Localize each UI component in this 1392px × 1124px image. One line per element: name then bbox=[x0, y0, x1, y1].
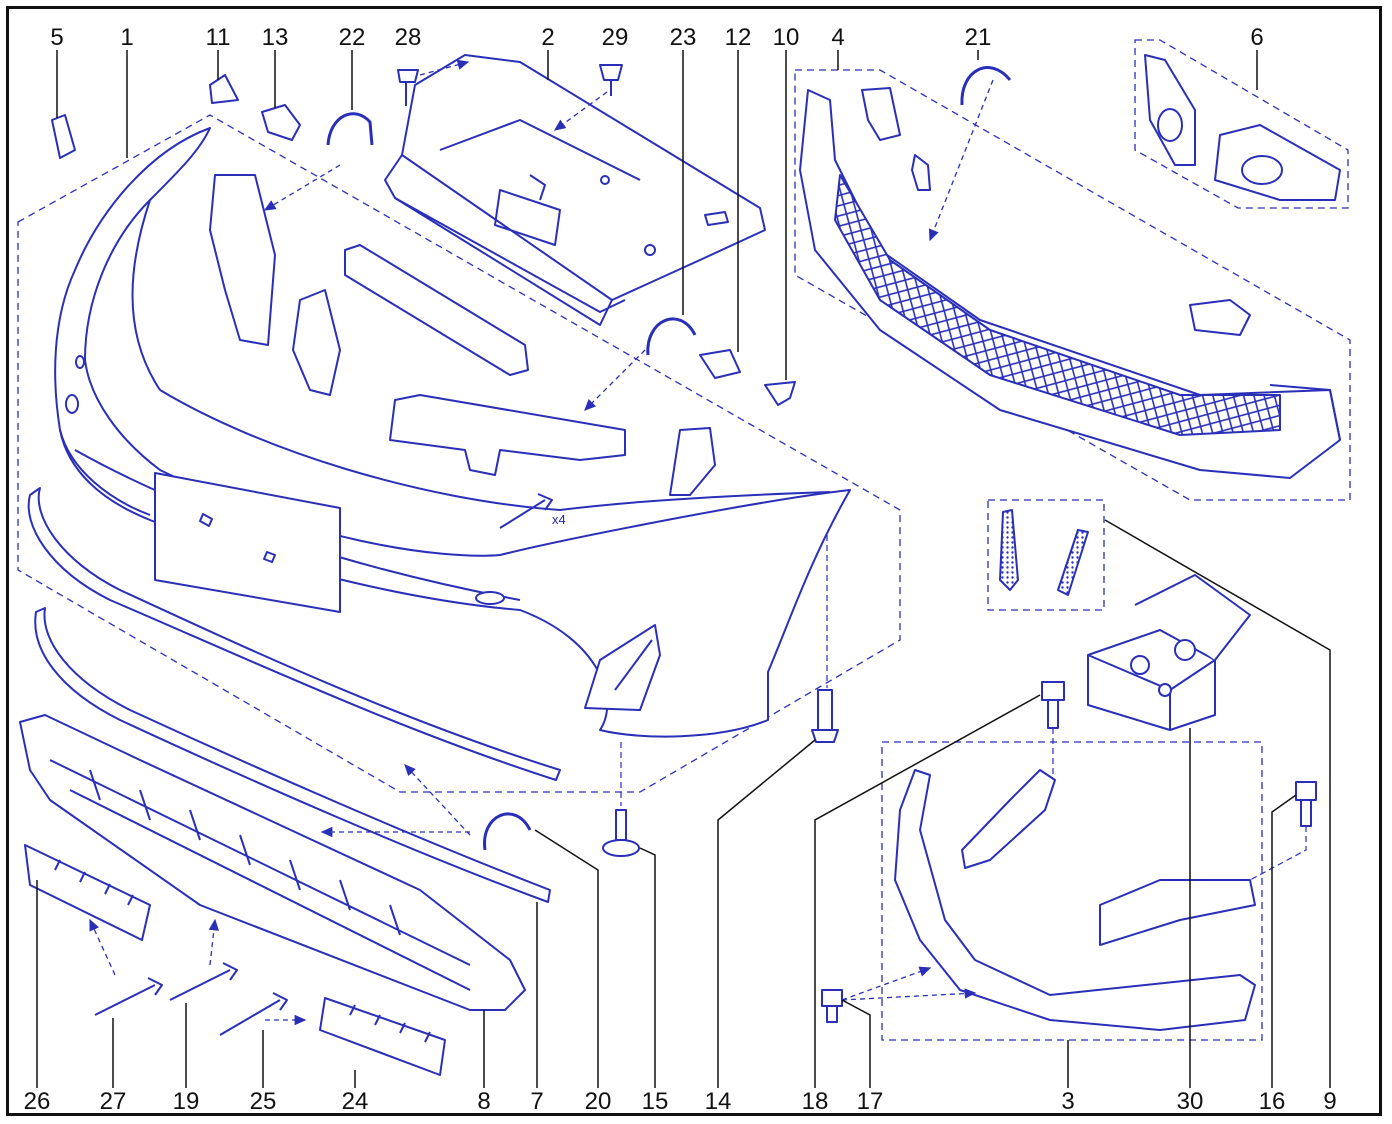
side-support-bracket bbox=[669, 427, 716, 496]
callout-5: 5 bbox=[50, 24, 64, 51]
screw-15 bbox=[615, 809, 627, 841]
callout-7: 7 bbox=[530, 1088, 544, 1115]
callout-22: 22 bbox=[338, 24, 366, 51]
clip-10 bbox=[764, 381, 796, 406]
undertray-panel bbox=[384, 54, 766, 326]
clip-13 bbox=[261, 104, 301, 141]
screw-28 bbox=[397, 69, 419, 106]
side-bracket-upper bbox=[961, 769, 1056, 869]
front-grille bbox=[799, 89, 1341, 479]
callout-19: 19 bbox=[172, 1088, 200, 1115]
rivet-25 bbox=[219, 992, 288, 1036]
small-grille-right bbox=[319, 997, 446, 1076]
headlamp-bracket-mid bbox=[292, 289, 341, 396]
headlamp-bracket-left bbox=[209, 174, 276, 346]
small-grille-left-slots bbox=[54, 859, 134, 906]
screw-16 bbox=[1295, 781, 1317, 827]
reflector-group-outline bbox=[987, 499, 1105, 611]
callout-13: 13 bbox=[261, 24, 289, 51]
rivet-x4 bbox=[499, 493, 553, 529]
callout-24: 24 bbox=[341, 1088, 369, 1115]
callout-12: 12 bbox=[724, 24, 752, 51]
side-bracket-group-outline bbox=[881, 741, 1263, 1041]
callout-21: 21 bbox=[964, 24, 992, 51]
wire-clip-20 bbox=[483, 812, 532, 851]
diagram-frame bbox=[6, 6, 1382, 1116]
grille-group-outline bbox=[794, 69, 1351, 501]
callout-9: 9 bbox=[1323, 1088, 1337, 1115]
callout-27: 27 bbox=[99, 1088, 127, 1115]
screw-18 bbox=[1041, 681, 1065, 729]
callout-8: 8 bbox=[477, 1088, 491, 1115]
callout-29: 29 bbox=[601, 24, 629, 51]
bumper-cover-group-outline bbox=[17, 114, 901, 793]
wire-clip-22 bbox=[326, 112, 374, 146]
small-grille-left bbox=[24, 844, 151, 941]
rivet-27 bbox=[94, 977, 163, 1016]
callout-23: 23 bbox=[669, 24, 697, 51]
callout-16: 16 bbox=[1258, 1088, 1286, 1115]
screw-17 bbox=[821, 989, 843, 1023]
dashed-guide-lines bbox=[620, 535, 1307, 881]
center-support-bracket bbox=[389, 394, 626, 476]
quantity-note-x4: x4 bbox=[552, 512, 566, 527]
callout-30: 30 bbox=[1176, 1088, 1204, 1115]
callout-11: 11 bbox=[205, 24, 231, 51]
callout-2: 2 bbox=[541, 24, 555, 51]
fog-bezel-group-outline bbox=[1134, 39, 1349, 209]
callout-28: 28 bbox=[394, 24, 422, 51]
callout-4: 4 bbox=[831, 24, 845, 51]
screw-14 bbox=[811, 689, 839, 743]
wire-clip-21 bbox=[960, 66, 1012, 106]
callout-18: 18 bbox=[801, 1088, 829, 1115]
parts bbox=[19, 54, 1341, 1076]
lower-trim-strip bbox=[27, 487, 561, 903]
callout-26: 26 bbox=[23, 1088, 51, 1115]
callout-25: 25 bbox=[249, 1088, 277, 1115]
clip-12 bbox=[699, 349, 741, 379]
grille-clip bbox=[911, 154, 931, 191]
rivet-19 bbox=[169, 962, 238, 1001]
clip-11 bbox=[209, 74, 239, 104]
clip-5 bbox=[51, 114, 76, 159]
fixing-kit-box bbox=[1087, 574, 1251, 731]
callout-6: 6 bbox=[1250, 24, 1264, 51]
lower-absorber bbox=[19, 714, 526, 1011]
callout-20: 20 bbox=[584, 1088, 612, 1115]
callout-1: 1 bbox=[120, 24, 134, 51]
assembly-group-outlines bbox=[17, 39, 1351, 1041]
grille-bracket-right bbox=[1189, 299, 1251, 336]
leader-lines bbox=[36, 50, 1331, 1088]
grille-bracket-upper bbox=[861, 87, 901, 141]
front-bumper-cover bbox=[54, 127, 851, 738]
callout-10: 10 bbox=[772, 24, 800, 51]
assembly-arrows bbox=[89, 59, 994, 1026]
callout-3: 3 bbox=[1061, 1088, 1075, 1115]
small-grille-right-slots bbox=[349, 1004, 431, 1043]
wire-clip-23 bbox=[646, 317, 697, 356]
reflector-right bbox=[1057, 529, 1089, 596]
reflector-left bbox=[999, 509, 1019, 591]
side-bracket-long bbox=[894, 769, 1256, 1031]
callout-15: 15 bbox=[641, 1088, 669, 1115]
side-bracket-rear bbox=[1099, 879, 1256, 946]
callout-17: 17 bbox=[856, 1088, 884, 1115]
screw-29 bbox=[599, 64, 623, 96]
bumper-beam-bracket bbox=[344, 244, 529, 376]
callout-14: 14 bbox=[704, 1088, 732, 1115]
